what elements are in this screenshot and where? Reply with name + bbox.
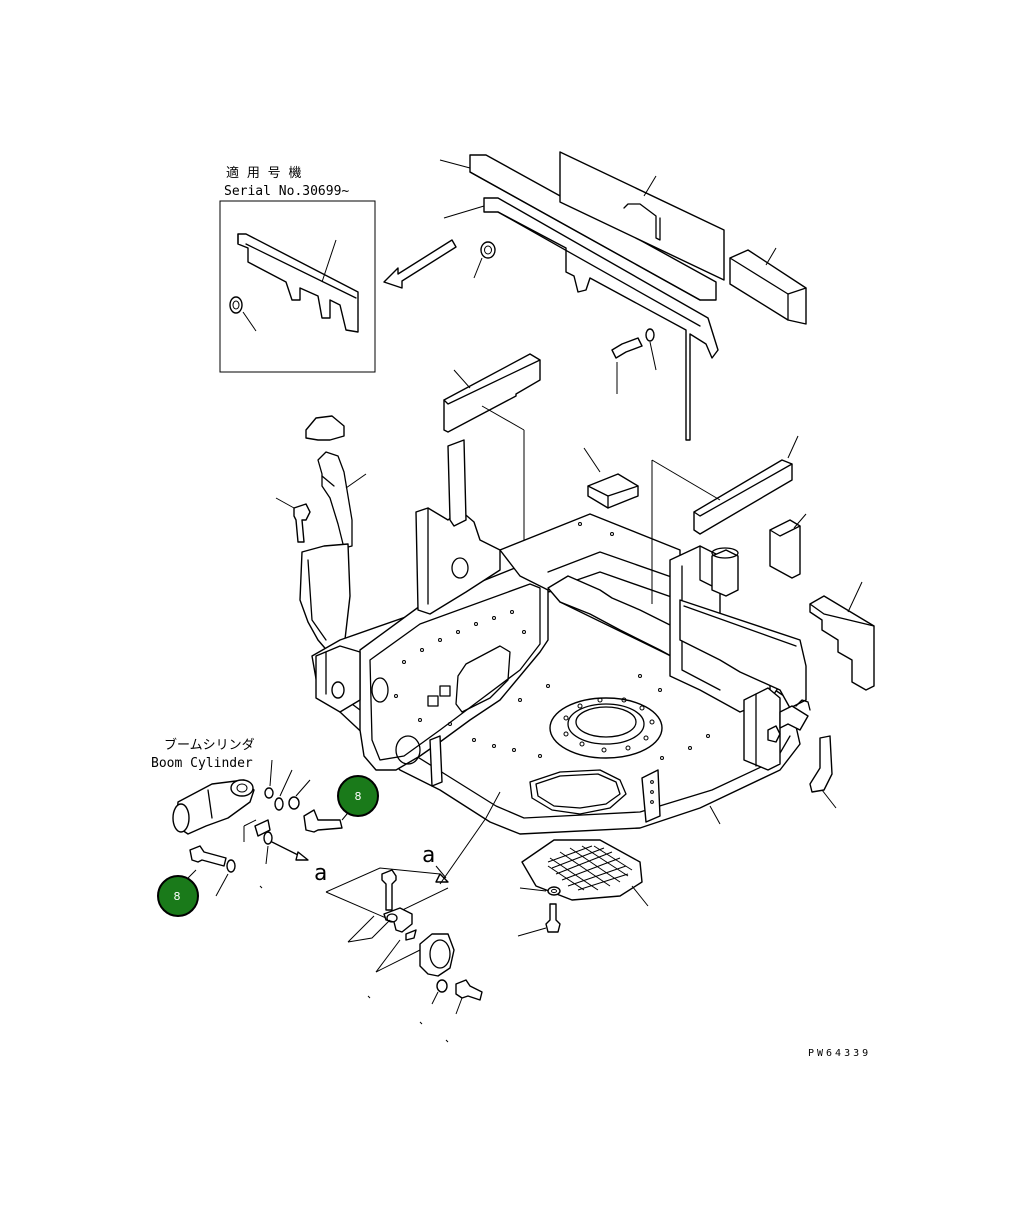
boom-cylinder-label-en: Boom Cylinder [151, 756, 253, 771]
top-sheet [559, 151, 725, 281]
drawing-number: PW64339 [808, 1048, 871, 1059]
callout-label: 8 [174, 890, 181, 903]
view-mark-left: a [314, 861, 327, 886]
grille-mesh [547, 845, 633, 891]
grille-plate [521, 839, 649, 907]
top-collar [480, 241, 496, 259]
front-lower-group [325, 791, 501, 1043]
inset-serial-label: Serial No.30699~ [224, 184, 349, 199]
callout-badge-lower[interactable]: 8 [157, 875, 199, 917]
sponge-left-top [443, 353, 541, 540]
hanger-bracket [299, 415, 367, 657]
inset-panel: 適 用 号 機 Serial No.30699~ [219, 165, 376, 373]
inset-applicable-label: 適 用 号 機 [226, 165, 301, 181]
left-bolt [275, 497, 311, 543]
top-washer [645, 328, 655, 342]
sponge-long-right [693, 435, 799, 535]
sponge-stepped [809, 581, 875, 691]
callout-badge-upper[interactable]: 8 [337, 775, 379, 817]
boom-cylinder-group: ブームシリンダ Boom Cylinder [151, 737, 353, 897]
inset-frame [219, 200, 376, 373]
top-bolt [611, 337, 643, 394]
side-plate-holes [394, 610, 526, 726]
sponge-small-right [769, 513, 807, 579]
top-bracket [443, 197, 719, 441]
inset-bracket [237, 233, 359, 333]
inset-arrow [383, 239, 457, 289]
top-cover-long [439, 154, 717, 301]
main-frame [311, 439, 811, 835]
inset-collar [229, 296, 243, 314]
floor-opening [529, 769, 627, 815]
grille-fasteners [517, 886, 561, 937]
callout-label: 8 [355, 790, 362, 803]
view-mark-right: a [422, 843, 435, 868]
right-pad [729, 247, 807, 325]
floor-holes [472, 674, 710, 760]
right-corner-bracket [809, 735, 837, 809]
box-pad [583, 447, 639, 509]
boom-cylinder-label-jp: ブームシリンダ [164, 737, 255, 753]
turntable-ring [549, 697, 663, 759]
